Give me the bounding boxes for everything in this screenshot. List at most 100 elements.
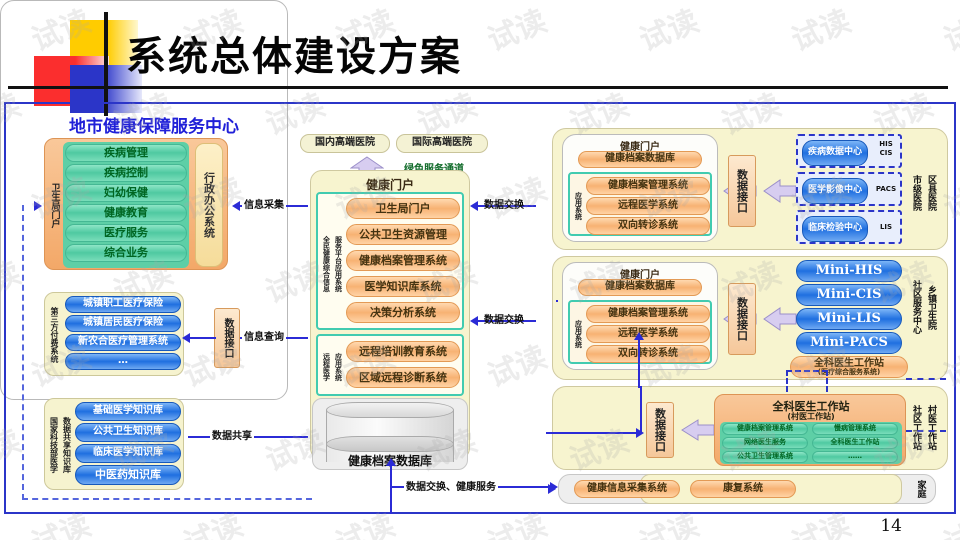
tier1-db-pill[interactable]: 健康档案数据库 — [578, 151, 702, 168]
feedback-dashed-vertical — [22, 205, 24, 500]
tier2-app-group: 应用系统 健康档案管理系统 远程医学系统 双向转诊系统 — [568, 300, 712, 364]
tier3-item-chronic[interactable]: 慢病管理系统 — [812, 423, 898, 435]
tier2-side-vlabel-wrap: 社区服务中心 乡镇卫生院 — [908, 264, 938, 350]
tier2-app-vlabel: 应用系统 — [574, 320, 583, 348]
left-data-interface-box[interactable]: 数据接口 — [214, 308, 240, 368]
tier2-gp-station[interactable]: 全科医生工作站 (医疗综合服务系统) — [790, 356, 908, 378]
third-party-item-more[interactable]: … — [65, 353, 181, 370]
tier2-db-pill[interactable]: 健康档案数据库 — [578, 279, 702, 296]
tier2-app-referral[interactable]: 双向转诊系统 — [586, 345, 710, 363]
kb-item-public-health[interactable]: 公共卫生知识库 — [75, 423, 181, 442]
logo — [28, 12, 178, 116]
tier3-item-more[interactable]: …… — [812, 451, 898, 463]
tier3-item-gp-station[interactable]: 全科医生工作站 — [812, 437, 898, 449]
third-party-item-urban-worker[interactable]: 城镇职工医疗保险 — [65, 296, 181, 313]
tier1-center-box-0[interactable]: 疾病数据中心 HIS CIS — [796, 134, 902, 168]
tier2-side-vlabel-col1: 社区服务中心 — [911, 280, 921, 334]
tier1-center-box-2[interactable]: 临床检验中心 LIS — [796, 210, 902, 244]
left-item-disease-mgmt[interactable]: 疾病管理 — [65, 144, 187, 162]
tier2-interface-box[interactable]: 数据接口 — [728, 283, 756, 355]
third-party-item-urban-resident[interactable]: 城镇居民医疗保险 — [65, 315, 181, 332]
center-group1: 全民健康综合信息 服务平台应用系统 卫生局门户 公共卫生资源管理 健康档案管理系… — [316, 192, 464, 330]
domestic-top-hospital[interactable]: 国内高端医院 — [300, 134, 390, 153]
tier1-app-record-mgmt[interactable]: 健康档案管理系统 — [586, 177, 710, 195]
center-item-record-mgmt[interactable]: 健康档案管理系统 — [346, 250, 460, 271]
left-item-health-education[interactable]: 健康教育 — [65, 204, 187, 222]
tier1-app-referral[interactable]: 双向转诊系统 — [586, 217, 710, 235]
logo-cross-vertical — [104, 12, 108, 116]
center-item-remote-diagnosis[interactable]: 区域远程诊断系统 — [346, 367, 460, 388]
conn-tier2-up — [638, 338, 640, 370]
health-bureau-items-bg: 疾病管理 疾病控制 妇幼保健 健康教育 医疗服务 综合业务 — [63, 142, 189, 268]
knowledge-vlabel-col2: 数据共享知识库 — [62, 417, 72, 473]
tier3-branch-dash-left — [786, 370, 788, 392]
international-top-hospital[interactable]: 国际高端医院 — [396, 134, 488, 153]
left-data-interface-label: 数据接口 — [222, 318, 233, 358]
center-heading: 地市健康保障服务中心 — [69, 117, 239, 137]
conn-tier3-horiz — [546, 432, 642, 434]
tier1-center-box-1[interactable]: 医学影像中心 PACS — [796, 172, 902, 206]
center-group2: 远程医学 应用系统 远程培训教育系统 区域远程诊断系统 — [316, 334, 464, 396]
tier3-branch-dash-right — [826, 370, 828, 392]
arrow-bottom-label: 数据交换、健康服务 — [404, 478, 498, 493]
tier1-portal-title: 健康门户 — [620, 142, 660, 153]
admin-office-system-box[interactable]: 行政办公系统 — [195, 143, 223, 267]
left-item-disease-control[interactable]: 疾病控制 — [65, 164, 187, 182]
health-bureau-vlabel: 卫生局门户 — [49, 182, 60, 228]
third-party-item-rural-coop[interactable]: 新农合医疗管理系统 — [65, 334, 181, 351]
tier1-center-name-1[interactable]: 医学影像中心 — [802, 178, 868, 204]
tier1-side-vlabel-wrap: 市级医院 区县医院 — [908, 158, 938, 228]
diagram-frame — [4, 102, 956, 514]
db-top — [326, 402, 454, 418]
tier2-app-record-mgmt[interactable]: 健康档案管理系统 — [586, 305, 710, 323]
knowledge-vlabel-col1: 国家科技部医学 — [49, 417, 59, 473]
arrow-bottom-vert2 — [390, 464, 392, 488]
center-item-decision-sys[interactable]: 决策分析系统 — [346, 302, 460, 323]
tier3-item-online-doctor[interactable]: 网络医生服务 — [722, 437, 808, 449]
left-item-general-business[interactable]: 综合业务 — [65, 244, 187, 262]
kb-item-tcm[interactable]: 中医药知识库 — [75, 465, 181, 485]
arrow-info-collect-label: 信息采集 — [242, 196, 286, 211]
center-item-remote-training[interactable]: 远程培训教育系统 — [346, 341, 460, 362]
center-item-ph-resource[interactable]: 公共卫生资源管理 — [346, 224, 460, 245]
tier1-app-remote-med[interactable]: 远程医学系统 — [586, 197, 710, 215]
left-item-medical-service[interactable]: 医疗服务 — [65, 224, 187, 242]
arrow-exchange1-tip — [470, 201, 478, 211]
center-group2-vlabel-col2: 应用系统 — [334, 353, 343, 381]
tier1-interface-box[interactable]: 数据接口 — [728, 155, 756, 227]
center-group1-vlabel-col1: 全民健康综合信息 — [322, 236, 331, 292]
kb-item-basic-medicine[interactable]: 基础医学知识库 — [75, 402, 181, 421]
title-rule — [8, 86, 948, 89]
center-group2-vlabel-wrap: 远程医学 应用系统 — [320, 344, 344, 390]
feedback-dashed-tip — [34, 201, 42, 211]
health-bureau-group: 卫生局门户 疾病管理 疾病控制 妇幼保健 健康教育 医疗服务 综合业务 行政办公… — [44, 138, 228, 270]
left-item-maternal-child[interactable]: 妇幼保健 — [65, 184, 187, 202]
tier3-station-title: 全科医生工作站 — [772, 400, 850, 413]
tier2-mini-his[interactable]: Mini-HIS — [796, 260, 902, 282]
tier2-mini-pacs[interactable]: Mini-PACS — [796, 332, 902, 354]
arrow-query-left-line — [188, 337, 216, 339]
tier3-side-vlabel-col2: 村医工作站 — [926, 404, 936, 450]
bottom-item-info-collection[interactable]: 健康信息采集系统 — [574, 480, 680, 498]
tier1-side-vlabel-col2: 区县医院 — [926, 175, 936, 211]
tier2-app-remote-med[interactable]: 远程医学系统 — [586, 325, 710, 343]
tier1-center-name-2[interactable]: 临床检验中心 — [802, 216, 868, 242]
tier2-mini-cis[interactable]: Mini-CIS — [796, 284, 902, 306]
page-number: 14 — [880, 516, 902, 536]
center-item-knowledge-sys[interactable]: 医学知识库系统 — [346, 276, 460, 297]
bottom-item-rehab[interactable]: 康复系统 — [690, 480, 796, 498]
center-group1-vlabel-wrap: 全民健康综合信息 服务平台应用系统 — [320, 208, 344, 320]
green-channel-label: 绿色服务通道 — [404, 160, 464, 175]
tier1-interface-label: 数据接口 — [735, 169, 749, 213]
tier3-side-vlabel-wrap: 社区工作站 村医工作站 — [908, 392, 938, 462]
tier2-mini-lis[interactable]: Mini-LIS — [796, 308, 902, 330]
center-group1-vlabel-col2: 服务平台应用系统 — [334, 236, 343, 292]
kb-item-clinical[interactable]: 临床医学知识库 — [75, 444, 181, 463]
conn-tier2-up-tip — [634, 332, 644, 340]
tier3-interface-box[interactable]: 数据接口 — [646, 402, 674, 458]
tier3-interface-label: 数据接口 — [653, 408, 667, 452]
tier3-item-record-mgmt[interactable]: 健康档案管理系统 — [722, 423, 808, 435]
tier3-item-public-health[interactable]: 公共卫生管理系统 — [722, 451, 808, 463]
center-item-bureau-portal[interactable]: 卫生局门户 — [346, 198, 460, 219]
tier1-center-name-0[interactable]: 疾病数据中心 — [802, 140, 868, 166]
